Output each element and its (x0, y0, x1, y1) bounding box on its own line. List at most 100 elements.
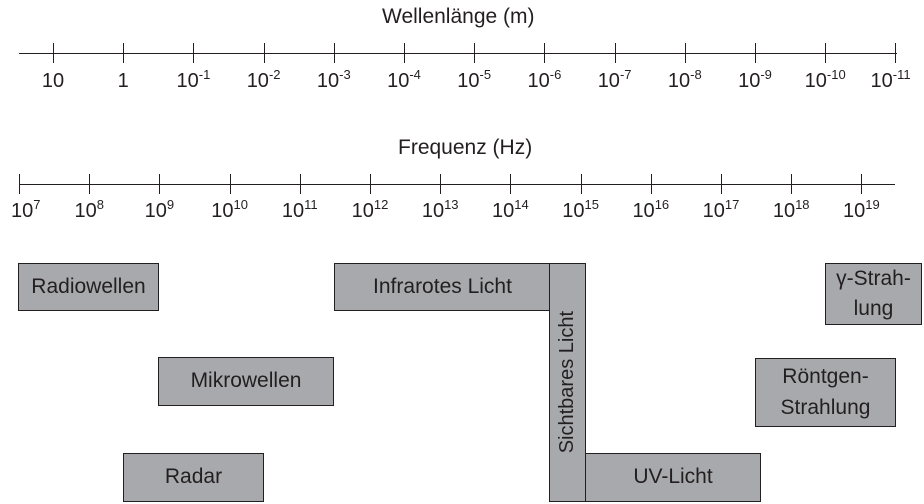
tick-label-base: 10 (632, 200, 655, 222)
tick-label-base: 10 (702, 200, 725, 222)
tick-label: 10-11 (870, 67, 911, 93)
tick-label: 10-2 (247, 67, 281, 93)
tick-label-exponent: 9 (166, 197, 175, 212)
axis-tick (684, 43, 686, 63)
tick-label-base: 10 (804, 70, 827, 92)
band-label: γ-Strah- lung (836, 266, 911, 320)
tick-label-base: 1 (117, 70, 129, 92)
band-label: Radiowellen (31, 274, 146, 298)
band-uv-licht: UV-Licht (585, 453, 761, 502)
tick-label: 10-6 (527, 67, 562, 93)
band-gamma-strahlung: γ-Strah- lung (825, 263, 922, 325)
band-mikrowellen: Mikrowellen (158, 357, 334, 406)
tick-label-exponent: 12 (373, 197, 389, 212)
band-infrarotes-licht: Infrarotes Licht (334, 263, 551, 311)
tick-label-exponent: -1 (198, 67, 211, 82)
tick-label-base: 10 (144, 200, 167, 222)
axis-tick (895, 43, 897, 63)
axis-tick (229, 174, 231, 194)
tick-label-exponent: -6 (549, 67, 562, 82)
tick-label: 1017 (702, 197, 740, 223)
band-label: Radar (164, 465, 223, 489)
tick-label-base: 10 (527, 70, 550, 92)
tick-label-exponent: -7 (619, 67, 632, 82)
tick-label: 10-4 (387, 67, 421, 93)
tick-label-exponent: -8 (690, 67, 702, 82)
tick-label-exponent: 17 (724, 197, 740, 212)
axis-tick (19, 174, 20, 194)
wavelength-axis-line (19, 53, 897, 54)
tick-label: 108 (74, 197, 104, 223)
wavelength-axis-title: Wellenlänge (m) (382, 5, 535, 28)
tick-label-exponent: 11 (304, 197, 318, 212)
axis-tick (333, 43, 335, 63)
axis-tick (510, 174, 512, 194)
tick-label-base: 10 (457, 70, 480, 92)
axis-tick (193, 43, 195, 63)
tick-label: 10-7 (597, 67, 632, 93)
tick-label-base: 10 (211, 200, 234, 222)
tick-label-exponent: 14 (514, 197, 529, 212)
axis-tick (89, 174, 91, 194)
tick-label-base: 10 (387, 70, 410, 92)
tick-label: 1016 (632, 198, 669, 223)
tick-label-base: 10 (316, 70, 340, 92)
band-radar: Radar (123, 453, 264, 502)
tick-label-exponent: -11 (892, 67, 911, 82)
tick-label-exponent: -2 (268, 67, 281, 82)
tick-label-exponent: 10 (233, 197, 248, 212)
tick-label: 10-9 (738, 67, 772, 93)
tick-label: 10-8 (668, 67, 702, 93)
band-roentgen-strahlung: Röntgen- Strahlung (755, 358, 896, 427)
tick-label: 1014 (492, 197, 529, 223)
band-label: Infrarotes Licht (373, 274, 512, 298)
tick-label: 1018 (772, 197, 810, 223)
band-label: Röntgen- Strahlung (780, 365, 871, 419)
tick-label-base: 10 (597, 70, 620, 92)
tick-label-base: 10 (351, 200, 374, 222)
tick-label-exponent: 19 (865, 197, 880, 212)
axis-tick (755, 43, 756, 63)
tick-label-exponent: -4 (409, 67, 421, 82)
tick-label: 1019 (843, 197, 880, 223)
tick-label-base: 10 (421, 200, 445, 222)
tick-label-base: 10 (74, 200, 97, 222)
tick-label-exponent: 13 (444, 197, 459, 212)
tick-label-exponent: 7 (33, 197, 41, 212)
tick-label-exponent: -9 (760, 67, 772, 82)
axis-tick (721, 174, 722, 194)
axis-tick (650, 174, 652, 194)
axis-tick (159, 174, 161, 194)
axis-tick (299, 174, 301, 194)
tick-label: 1010 (211, 197, 248, 223)
frequency-axis-title: Frequenz (Hz) (398, 136, 533, 159)
tick-label: 109 (144, 197, 175, 223)
tick-label-base: 10 (176, 70, 199, 92)
tick-label: 10-1 (176, 67, 211, 93)
tick-label-base: 10 (41, 70, 65, 92)
tick-label-exponent: 15 (584, 197, 599, 212)
tick-label-base: 10 (738, 70, 761, 92)
tick-label-base: 10 (843, 200, 866, 222)
axis-tick (263, 43, 265, 63)
axis-tick (614, 43, 616, 63)
tick-label-base: 10 (562, 200, 585, 222)
axis-tick (544, 43, 546, 63)
band-label: UV-Licht (633, 465, 713, 489)
axis-tick (861, 174, 863, 194)
axis-tick (825, 43, 827, 63)
tick-label-exponent: 18 (795, 197, 810, 212)
tick-label-base: 10 (492, 200, 515, 222)
tick-label-exponent: -5 (479, 67, 492, 82)
band-label: Sichtbares Licht (556, 311, 578, 454)
tick-label-base: 10 (772, 200, 796, 222)
tick-label: 1 (118, 70, 129, 93)
tick-label-base: 10 (870, 70, 893, 92)
axis-tick (474, 43, 476, 63)
tick-label-exponent: 8 (96, 197, 104, 212)
axis-tick (370, 174, 371, 194)
tick-label-exponent: -3 (339, 67, 351, 82)
tick-label-exponent: -10 (826, 67, 846, 82)
tick-label: 1015 (562, 197, 599, 223)
tick-label: 10-5 (457, 67, 492, 93)
